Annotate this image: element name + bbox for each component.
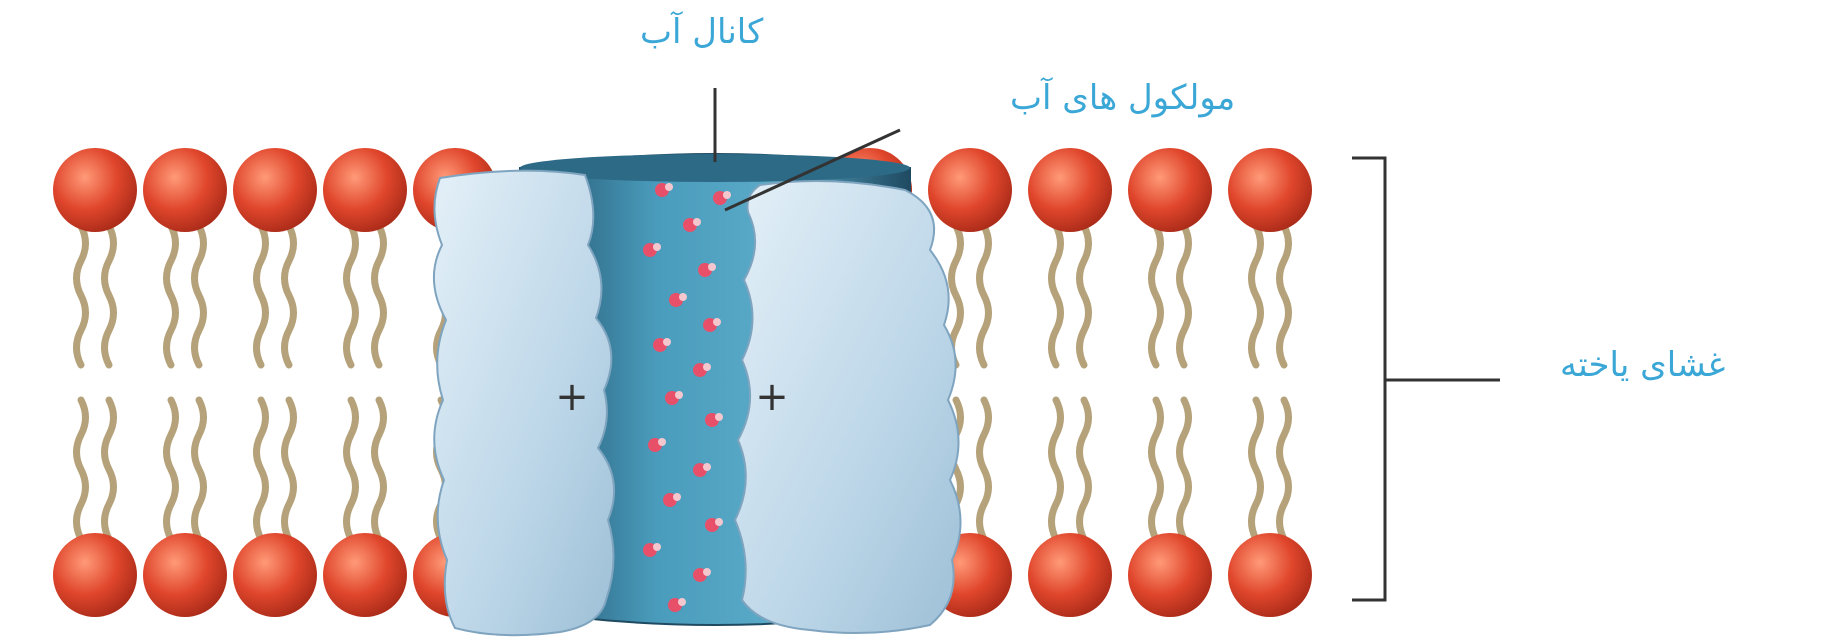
water-hydrogen (653, 543, 661, 551)
water-hydrogen (723, 191, 731, 199)
lipid-head (1128, 148, 1212, 232)
lipid-tail (105, 400, 114, 539)
lipid-tail (167, 400, 176, 539)
lipid-tail (1080, 400, 1089, 539)
lipid-tail (1180, 400, 1189, 539)
lipid-head (1128, 533, 1212, 617)
lipid-tail (1280, 226, 1289, 365)
water-hydrogen (663, 338, 671, 346)
lipid-tail (1052, 226, 1061, 365)
lipid-head (233, 533, 317, 617)
water-molecules-label: مولکول های آب (1010, 78, 1235, 118)
water-hydrogen (713, 318, 721, 326)
lipid-head (1028, 148, 1112, 232)
lipid-tail (1180, 226, 1189, 365)
water-hydrogen (715, 518, 723, 526)
lipid-head (928, 148, 1012, 232)
lipid-tail (77, 400, 86, 539)
lipid-head (1028, 533, 1112, 617)
water-hydrogen (653, 243, 661, 251)
water-hydrogen (665, 183, 673, 191)
water-hydrogen (703, 463, 711, 471)
lipid-tail (980, 400, 989, 539)
lipid-tail (257, 400, 266, 539)
lipid-tail (1252, 226, 1261, 365)
water-hydrogen (673, 493, 681, 501)
water-hydrogen (678, 598, 686, 606)
lipid-tail (1052, 400, 1061, 539)
lipid-tail (375, 226, 384, 365)
lipid-tail (257, 226, 266, 365)
water-hydrogen (693, 218, 701, 226)
cell-membrane-label: غشای یاخته (1560, 345, 1725, 385)
lipid-tail (285, 226, 294, 365)
lipid-head (1228, 148, 1312, 232)
lipid-tail (347, 400, 356, 539)
lipid-head (1228, 533, 1312, 617)
membrane-bracket (1352, 158, 1500, 600)
lipid-head (323, 148, 407, 232)
water-hydrogen (703, 568, 711, 576)
lipid-tail (167, 226, 176, 365)
lipid-tail (1152, 400, 1161, 539)
lipid-tail (375, 400, 384, 539)
lipid-tail (347, 226, 356, 365)
water-hydrogen (679, 293, 687, 301)
water-hydrogen (715, 413, 723, 421)
lipid-head (233, 148, 317, 232)
lipid-head (143, 533, 227, 617)
lipid-tail (195, 226, 204, 365)
lipid-tail (77, 226, 86, 365)
charge-right: + (755, 374, 789, 420)
lipid-tail (1080, 226, 1089, 365)
water-hydrogen (703, 363, 711, 371)
water-hydrogen (708, 263, 716, 271)
lipid-tail (195, 400, 204, 539)
water-hydrogen (658, 438, 666, 446)
lipid-head (143, 148, 227, 232)
lipid-head (53, 533, 137, 617)
lipid-head (323, 533, 407, 617)
charge-left: + (555, 374, 589, 420)
water-hydrogen (675, 391, 683, 399)
water-channel-label: کانال آب (640, 12, 763, 52)
lipid-tail (1152, 226, 1161, 365)
lipid-tail (105, 226, 114, 365)
lipid-tail (285, 400, 294, 539)
lipid-tail (1252, 400, 1261, 539)
lipid-head (53, 148, 137, 232)
lipid-tail (980, 226, 989, 365)
lipid-tail (1280, 400, 1289, 539)
